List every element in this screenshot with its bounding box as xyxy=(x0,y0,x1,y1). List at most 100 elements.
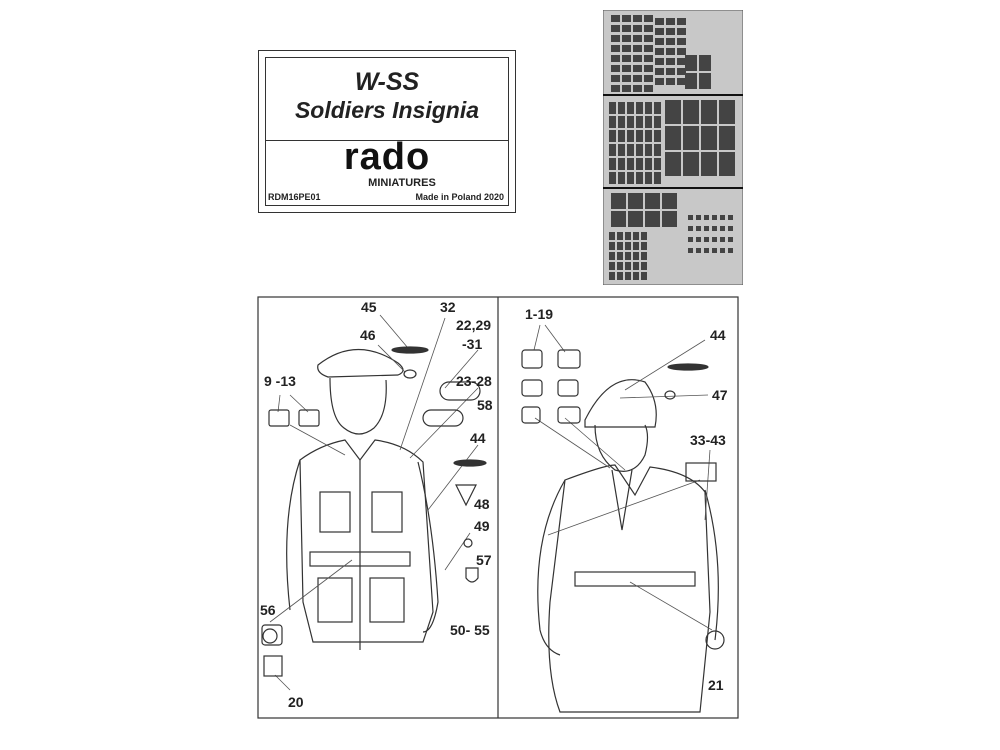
fret-part xyxy=(645,144,652,156)
fret-part xyxy=(655,58,664,65)
callout-47: 47 xyxy=(712,387,728,403)
fret-part xyxy=(641,242,647,250)
fret-part xyxy=(611,45,620,52)
fret-part xyxy=(625,252,631,260)
fret-part xyxy=(683,100,699,124)
fret-part xyxy=(622,25,631,32)
fret-part xyxy=(636,102,643,114)
fret-part xyxy=(618,130,625,142)
fret-part xyxy=(625,232,631,240)
fret-part xyxy=(701,100,717,124)
fret-part xyxy=(625,242,631,250)
callout-46: 46 xyxy=(360,327,376,343)
fret-part xyxy=(704,237,709,242)
fret-part xyxy=(633,252,639,260)
fret-part xyxy=(666,38,675,45)
fret-part xyxy=(677,28,686,35)
fret-part xyxy=(665,126,681,150)
callout-49: 49 xyxy=(474,518,490,534)
fret-part xyxy=(644,55,653,62)
fret-part xyxy=(644,25,653,32)
fret-part xyxy=(633,55,642,62)
fret-part xyxy=(609,102,616,114)
fret-part xyxy=(644,15,653,22)
fret-part xyxy=(627,130,634,142)
fret-part xyxy=(662,211,677,227)
fret-part xyxy=(633,75,642,82)
brand-subtitle: MINIATURES xyxy=(368,177,436,189)
fret-part xyxy=(625,262,631,270)
fret-part xyxy=(665,100,681,124)
fret-part xyxy=(654,158,661,170)
callout-31: -31 xyxy=(462,336,483,352)
fret-part xyxy=(609,172,616,184)
fret-part xyxy=(645,102,652,114)
fret-part xyxy=(688,237,693,242)
fret-part xyxy=(696,237,701,242)
fret-part xyxy=(666,48,675,55)
fret-part xyxy=(688,248,693,253)
photo-etch-fret xyxy=(603,10,743,285)
fret-part xyxy=(609,272,615,280)
fret-part xyxy=(609,158,616,170)
callout-23-28: 23-28 xyxy=(456,373,492,389)
fret-part xyxy=(699,55,711,71)
fret-part xyxy=(685,55,697,71)
fret-part xyxy=(677,58,686,65)
fret-part xyxy=(617,232,623,240)
fret-part xyxy=(720,226,725,231)
fret-part xyxy=(688,215,693,220)
fret-part xyxy=(677,48,686,55)
fret-part xyxy=(719,126,735,150)
fret-part xyxy=(622,15,631,22)
fret-part xyxy=(655,28,664,35)
fret-part xyxy=(666,78,675,85)
callout-1-19: 1-19 xyxy=(525,306,554,322)
fret-part xyxy=(636,172,643,184)
fret-part xyxy=(688,226,693,231)
fret-part xyxy=(654,144,661,156)
fret-part xyxy=(696,248,701,253)
fret-part xyxy=(644,65,653,72)
fret-part xyxy=(712,215,717,220)
fret-part xyxy=(636,130,643,142)
fret-part xyxy=(666,18,675,25)
fret-part xyxy=(685,73,697,89)
fret-part xyxy=(611,85,620,92)
callout-21: 21 xyxy=(708,677,724,693)
fret-part xyxy=(712,248,717,253)
fret-part xyxy=(641,252,647,260)
fret-part xyxy=(617,262,623,270)
fret-part xyxy=(712,226,717,231)
fret-part xyxy=(611,25,620,32)
callout-58: 58 xyxy=(477,397,493,413)
fret-part xyxy=(655,48,664,55)
fret-part xyxy=(617,272,623,280)
fret-part xyxy=(645,193,660,209)
fret-part xyxy=(704,215,709,220)
fret-part xyxy=(677,78,686,85)
product-code: RDM16PE01 xyxy=(268,192,321,202)
fret-part xyxy=(609,242,615,250)
fret-part xyxy=(622,85,631,92)
fret-part xyxy=(609,252,615,260)
fret-part xyxy=(704,248,709,253)
callout-48: 48 xyxy=(474,496,490,512)
callout-57: 57 xyxy=(476,552,492,568)
fret-part xyxy=(633,65,642,72)
fret-part xyxy=(720,237,725,242)
eagle-emblems xyxy=(262,346,709,644)
fret-part xyxy=(654,172,661,184)
fret-part xyxy=(633,85,642,92)
fret-part xyxy=(677,68,686,75)
fret-part xyxy=(683,126,699,150)
fret-part xyxy=(728,248,733,253)
fret-part xyxy=(633,45,642,52)
fret-part xyxy=(611,35,620,42)
fret-part xyxy=(641,232,647,240)
fret-part xyxy=(618,172,625,184)
fret-part xyxy=(617,242,623,250)
fret-part xyxy=(618,158,625,170)
leader-lines xyxy=(269,314,713,691)
